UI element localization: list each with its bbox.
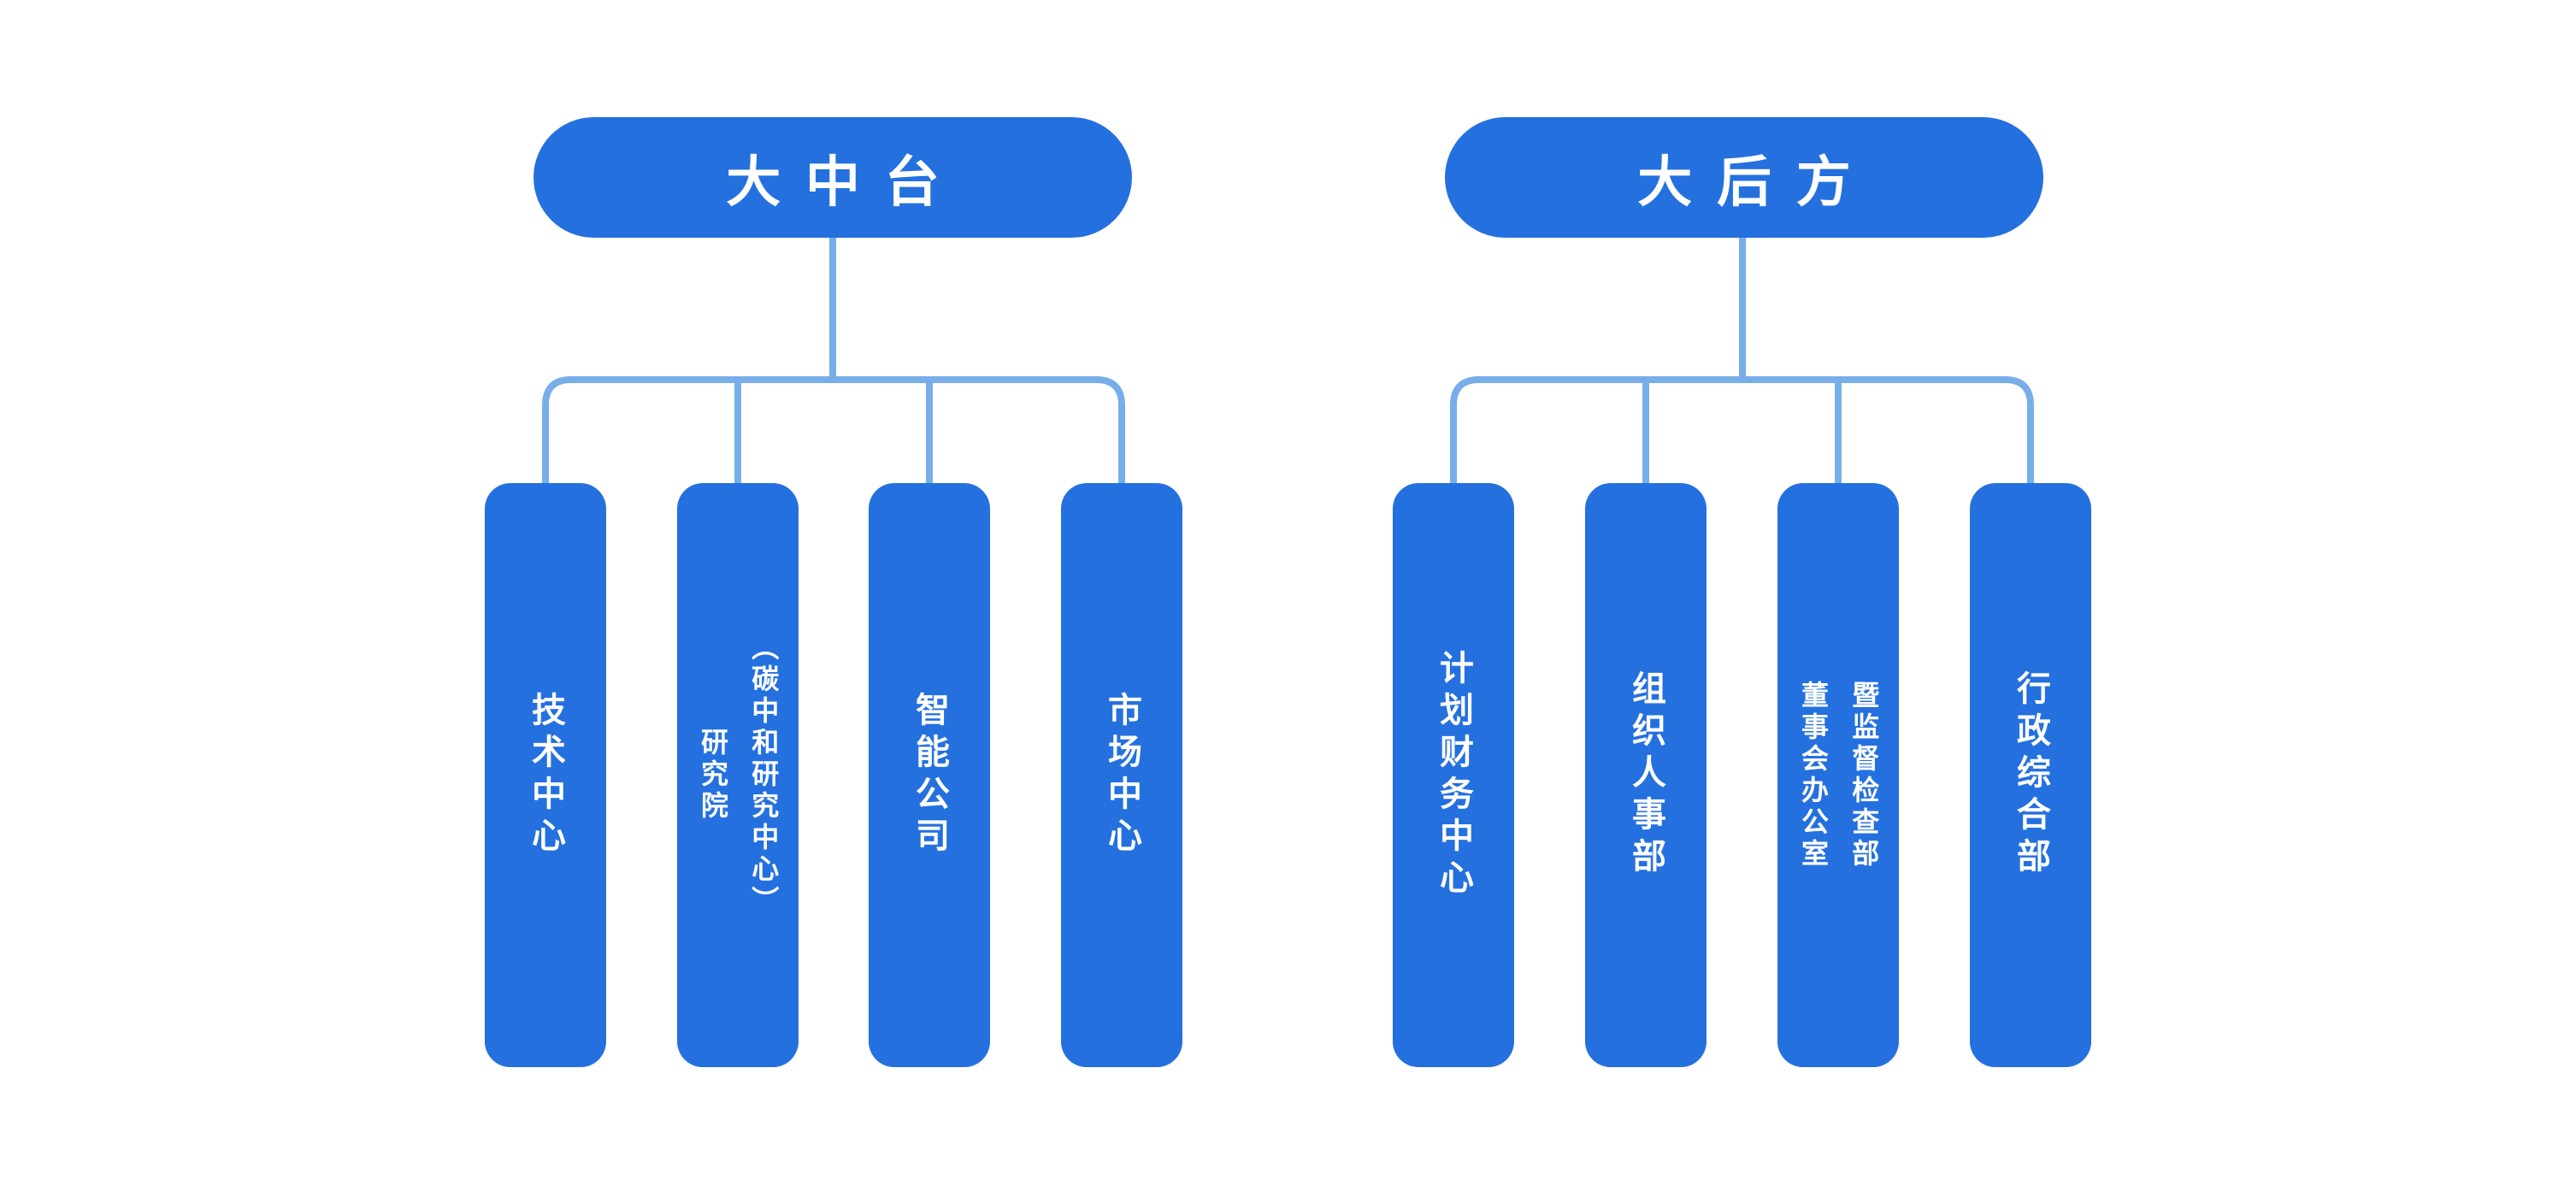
node-board-office-supervision-inspection[interactable]: 董事会办公室 暨监督检查部: [1777, 483, 1899, 1067]
node-label: 董事会办公室 暨监督检查部: [1797, 680, 1881, 870]
root-node-back-office[interactable]: 大后方: [1445, 117, 2043, 238]
root-node-middle-platform[interactable]: 大中台: [533, 117, 1132, 238]
node-research-institute-carbon-neutral-center[interactable]: 研究院 （碳中和研究中心）: [677, 483, 799, 1067]
node-label: 市场中心: [1102, 691, 1141, 859]
node-planning-finance-center[interactable]: 计划财务中心: [1393, 483, 1514, 1067]
node-label: 智能公司: [910, 691, 949, 859]
node-label: 行政综合部: [2011, 670, 2050, 880]
connector-bus-left: [542, 376, 1125, 484]
node-label: 研究院 （碳中和研究中心）: [697, 633, 781, 918]
node-label: 组织人事部: [1626, 670, 1665, 880]
node-label: 计划财务中心: [1434, 649, 1473, 901]
root-node-label: 大后方: [1637, 150, 1876, 215]
node-smart-company[interactable]: 智能公司: [869, 483, 990, 1067]
node-market-center[interactable]: 市场中心: [1061, 483, 1182, 1067]
node-tech-center[interactable]: 技术中心: [485, 483, 606, 1067]
root-node-label: 大中台: [726, 150, 964, 215]
node-organization-hr-department[interactable]: 组织人事部: [1585, 483, 1707, 1067]
node-admin-general-department[interactable]: 行政综合部: [1970, 483, 2091, 1067]
node-label: 技术中心: [526, 691, 565, 859]
connector-bus-right: [1450, 376, 2034, 484]
